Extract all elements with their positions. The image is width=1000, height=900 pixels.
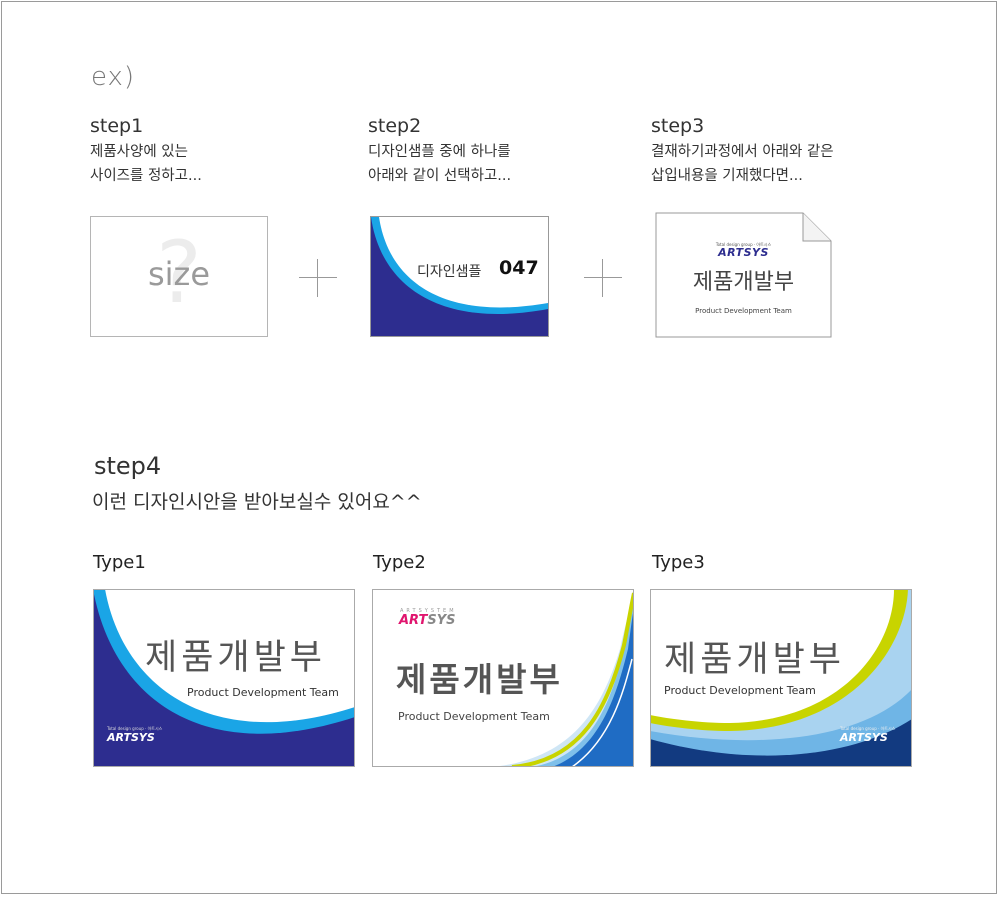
doc-logo-small: Total design group · 아트시스 bbox=[715, 242, 772, 247]
step3-desc: 결재하기과정에서 아래와 같은 삽입내용을 기재했다면... bbox=[651, 144, 834, 184]
type1-card-art bbox=[93, 589, 355, 767]
type2-logo: ARTSYS bbox=[399, 613, 456, 628]
type2-title: 제품개발부 bbox=[396, 660, 563, 699]
type2-card-art bbox=[372, 589, 634, 767]
type1-card: 제품개발부 Product Development Team Total des… bbox=[93, 589, 355, 767]
doc-logo: ARTSYS bbox=[718, 246, 769, 259]
type1-title: 제품개발부 bbox=[145, 638, 327, 678]
type1-label: Type1 bbox=[93, 552, 146, 573]
type3-title: 제품개발부 bbox=[664, 640, 846, 680]
step4-title: step4 bbox=[94, 452, 162, 480]
doc-subtitle: Product Development Team bbox=[695, 307, 792, 315]
type3-subtitle: Product Development Team bbox=[664, 684, 816, 697]
type3-card: 제품개발부 Product Development Team Total des… bbox=[650, 589, 912, 767]
plus-icon bbox=[584, 259, 622, 297]
type1-logo-small: Total design group · 아트시스 bbox=[107, 726, 163, 731]
step3-title: step3 bbox=[651, 115, 705, 137]
type1-subtitle: Product Development Team bbox=[187, 686, 339, 699]
step2-title: step2 bbox=[368, 115, 422, 137]
type2-subtitle: Product Development Team bbox=[398, 710, 550, 723]
plus-icon bbox=[299, 259, 337, 297]
step2-desc: 디자인샘플 중에 하나를 아래와 같이 선택하고... bbox=[368, 144, 512, 184]
folded-page-icon bbox=[655, 212, 832, 338]
type3-label: Type3 bbox=[652, 552, 705, 573]
type2-logo-sys: SYS bbox=[427, 613, 456, 628]
size-card: ? size bbox=[90, 216, 268, 337]
type2-card: ARTSYSTEM ARTSYS 제품개발부 Product Developme… bbox=[372, 589, 634, 767]
type1-logo: ARTSYS bbox=[107, 731, 155, 744]
sample-card-art bbox=[371, 217, 548, 336]
example-label: ex) bbox=[91, 62, 136, 92]
sample-card: 디자인샘플 047 bbox=[370, 216, 549, 337]
document-card: Total design group · 아트시스 ARTSYS 제품개발부 P… bbox=[655, 212, 832, 338]
type2-logo-small: ARTSYSTEM bbox=[400, 608, 457, 614]
step1-title: step1 bbox=[90, 115, 144, 137]
sample-label: 디자인샘플 bbox=[417, 264, 482, 280]
step1-desc: 제품사양에 있는 사이즈를 정하고... bbox=[90, 144, 202, 184]
type2-logo-art: ART bbox=[399, 613, 428, 628]
type2-label: Type2 bbox=[373, 552, 426, 573]
doc-title: 제품개발부 bbox=[692, 270, 795, 295]
type3-logo: ARTSYS bbox=[840, 731, 888, 744]
size-text: size bbox=[147, 255, 211, 293]
type3-logo-small: Total design group · 아트시스 bbox=[840, 726, 896, 731]
step4-desc: 이런 디자인시안을 받아보실수 있어요^^ bbox=[92, 491, 422, 513]
sample-number: 047 bbox=[499, 257, 539, 279]
question-mark-icon: ? bbox=[156, 223, 202, 323]
type3-card-art bbox=[650, 589, 912, 767]
